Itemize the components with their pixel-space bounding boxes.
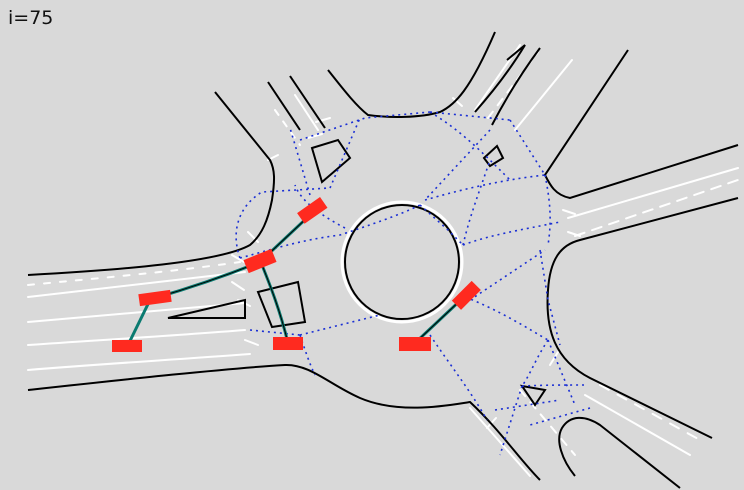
- vehicle-1: [297, 197, 328, 224]
- vehicle-5: [273, 337, 303, 350]
- vehicle-7: [451, 280, 481, 310]
- vehicle-3: [138, 289, 172, 307]
- frame-counter-label: i=75: [8, 7, 54, 29]
- dotted-path-network: [235, 111, 591, 456]
- vehicle-2: [243, 248, 277, 274]
- road-edges: [27, 31, 739, 489]
- lane-markings: [27, 44, 739, 477]
- vehicle-4: [112, 340, 142, 352]
- vehicle-6: [399, 337, 431, 351]
